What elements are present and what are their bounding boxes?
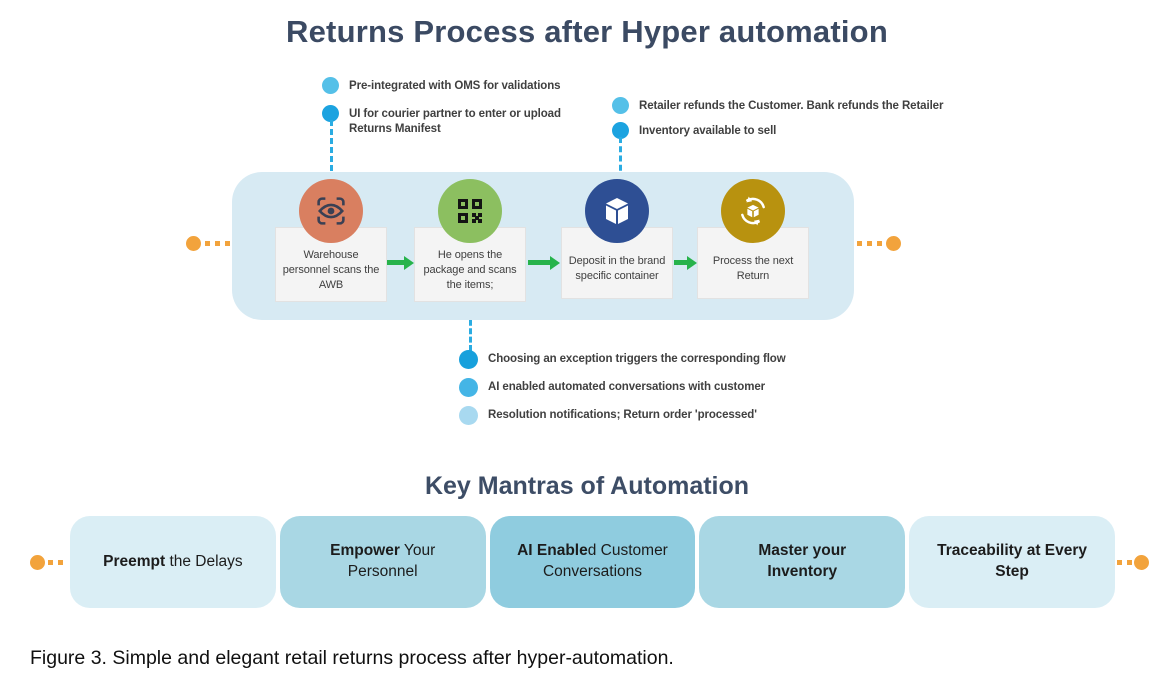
mantra-card-empower: Empower Your Personnel: [279, 516, 486, 608]
eye-scan-icon: [317, 197, 345, 225]
flow-step-card: Warehouse personnel scans the AWB: [275, 227, 387, 302]
flow-arrow-icon: [386, 260, 404, 265]
step-icon-circle: [299, 179, 363, 243]
process-return-icon: [741, 196, 765, 226]
mantra-label: Empower Your Personnel: [330, 542, 436, 580]
flow-step-label: Warehouse personnel scans the AWB: [282, 249, 380, 291]
annotation-inventory: Inventory available to sell: [612, 122, 776, 139]
mantras-entry-dot-icon: [30, 555, 45, 570]
bullet-dot-icon: [612, 122, 629, 139]
annotation-label: Retailer refunds the Customer. Bank refu…: [639, 100, 944, 112]
step-icon-circle: [438, 179, 502, 243]
mantra-label: Preempt the Delays: [103, 552, 243, 570]
mantras-exit-dot-icon: [1134, 555, 1149, 570]
bullet-dot-icon: [459, 378, 478, 397]
diagram-title: Returns Process after Hyper automation: [286, 14, 888, 49]
mantra-label: AI Enabled Customer Conversations: [517, 542, 668, 580]
figure-caption: Figure 3. Simple and elegant retail retu…: [30, 647, 674, 669]
annotation-label: UI for courier partner to enter or uploa…: [349, 108, 561, 135]
annotation-refunds: Retailer refunds the Customer. Bank refu…: [612, 97, 943, 114]
mantras-row: Preempt the Delays Empower Your Personne…: [70, 516, 1115, 608]
mantra-label: Traceability at Every Step: [937, 542, 1088, 580]
qr-code-icon: [458, 199, 482, 223]
flow-entry-dashes-icon: [205, 241, 231, 246]
dashed-connector-line: [469, 303, 472, 351]
dashed-connector-line: [619, 137, 622, 180]
annotation-resolution: Resolution notifications; Return order '…: [459, 406, 757, 425]
mantra-label: Master your Inventory: [758, 542, 847, 580]
flow-arrow-icon: [528, 260, 550, 265]
bullet-dot-icon: [612, 97, 629, 114]
flow-step-label: He opens the package and scans the items…: [423, 249, 517, 291]
bullet-dot-icon: [459, 406, 478, 425]
mantra-card-master-inventory: Master your Inventory: [699, 516, 906, 608]
mantras-entry-dashes-icon: [48, 560, 68, 565]
step-icon-circle: [585, 179, 649, 243]
dashed-connector-line: [330, 120, 333, 180]
bullet-dot-icon: [322, 77, 339, 94]
bullet-dot-icon: [322, 105, 339, 122]
annotation-label: AI enabled automated conversations with …: [488, 381, 766, 393]
bullet-dot-icon: [459, 350, 478, 369]
mantra-card-preempt: Preempt the Delays: [70, 516, 276, 608]
annotation-label: Choosing an exception triggers the corre…: [488, 353, 786, 365]
flow-exit-dot-icon: [886, 236, 901, 251]
package-icon: [606, 198, 628, 224]
flow-entry-dot-icon: [186, 236, 201, 251]
annotation-ai-conversations: AI enabled automated conversations with …: [459, 378, 765, 397]
flow-arrow-icon: [674, 260, 687, 265]
flow-step-label: Deposit in the brand specific container: [568, 255, 666, 282]
flow-step-label: Process the next Return: [712, 255, 794, 282]
flow-exit-dashes-icon: [857, 241, 883, 246]
mantra-card-traceability: Traceability at Every Step: [909, 516, 1115, 608]
flow-step-card: Deposit in the brand specific container: [561, 227, 673, 299]
annotation-label: Resolution notifications; Return order '…: [488, 409, 757, 421]
annotation-courier-ui: UI for courier partner to enter or uploa…: [322, 105, 589, 137]
annotation-exception: Choosing an exception triggers the corre…: [459, 350, 786, 369]
annotation-oms: Pre-integrated with OMS for validations: [322, 77, 561, 94]
annotation-label: Inventory available to sell: [639, 125, 777, 137]
mantras-heading: Key Mantras of Automation: [424, 472, 750, 500]
annotation-label: Pre-integrated with OMS for validations: [349, 80, 561, 92]
mantra-card-ai-enabled: AI Enabled Customer Conversations: [489, 516, 696, 608]
step-icon-circle: [721, 179, 785, 243]
mantras-exit-dashes-icon: [1117, 560, 1133, 565]
